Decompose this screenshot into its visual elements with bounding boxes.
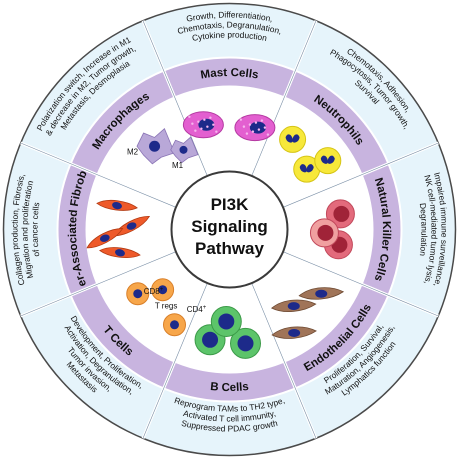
category-label: B Cells (210, 381, 250, 394)
sector-divider-line (142, 282, 208, 439)
function-text-path: Degranulation (418, 202, 430, 256)
neutrophil-icon (314, 147, 342, 175)
sector-divider-line (282, 251, 439, 317)
mast-cell-icon (234, 114, 276, 142)
cd4-label: CD4+ (187, 305, 207, 314)
fibroblast-icon (86, 228, 124, 249)
sector-divider-line (251, 20, 317, 177)
sector-divider-line (20, 142, 177, 208)
b-cell-icon (230, 327, 262, 359)
fibroblast-icon (96, 199, 138, 211)
macrophage-icon (170, 136, 199, 164)
superscript-plus: + (203, 305, 207, 311)
center-hub: PI3K Signaling Pathway (170, 170, 289, 289)
treg-label: T regs (155, 301, 178, 310)
b-cell-icon (210, 305, 242, 337)
function-text-path: of cancer cells (29, 202, 41, 258)
function-text: Cytokine production (191, 29, 268, 43)
fibroblast-icon (113, 216, 151, 237)
endothelial-cell-icon (271, 299, 317, 312)
cd8-label: CD8+ (144, 287, 164, 296)
category-label: Mast Cells (200, 67, 260, 82)
cell-illustration-layer (86, 111, 355, 359)
neutrophil-icon (293, 155, 321, 183)
category-label-path: B Cells (210, 381, 250, 394)
category-label-path: Mast Cells (200, 67, 260, 82)
endothelial-cell-icon (298, 287, 345, 300)
center-circle (170, 170, 289, 289)
function-text: Growth, Differentiation, (185, 9, 273, 23)
sector-divider-line (282, 142, 439, 208)
m2-label: M2 (127, 147, 139, 156)
t-cell-icon (163, 313, 186, 337)
mast-cell-icon (182, 111, 224, 139)
neutrophil-icon (279, 125, 307, 153)
divider-layer (20, 20, 439, 439)
center-line-1: PI3K (211, 195, 250, 214)
superscript-plus: + (160, 287, 164, 293)
function-text: Degranulation (418, 202, 430, 256)
function-text-path: Cytokine production (191, 29, 268, 43)
t-cell-icon (126, 282, 150, 306)
function-text: of cancer cells (29, 202, 41, 258)
sector-divider-line (20, 251, 177, 317)
t-cell-icon (151, 278, 175, 302)
sector-divider-line (251, 282, 317, 439)
sector-divider-line (142, 20, 208, 177)
endothelial-cell-icon (271, 326, 317, 339)
function-text-path: Growth, Differentiation, (185, 9, 273, 23)
nk-cell-icon (325, 199, 355, 229)
fibroblast-icon (99, 247, 141, 258)
center-line-3: Pathway (195, 239, 265, 258)
center-line-2: Signaling (191, 217, 268, 236)
m1-label: M1 (172, 161, 184, 170)
nk-cell-icon (309, 218, 339, 248)
